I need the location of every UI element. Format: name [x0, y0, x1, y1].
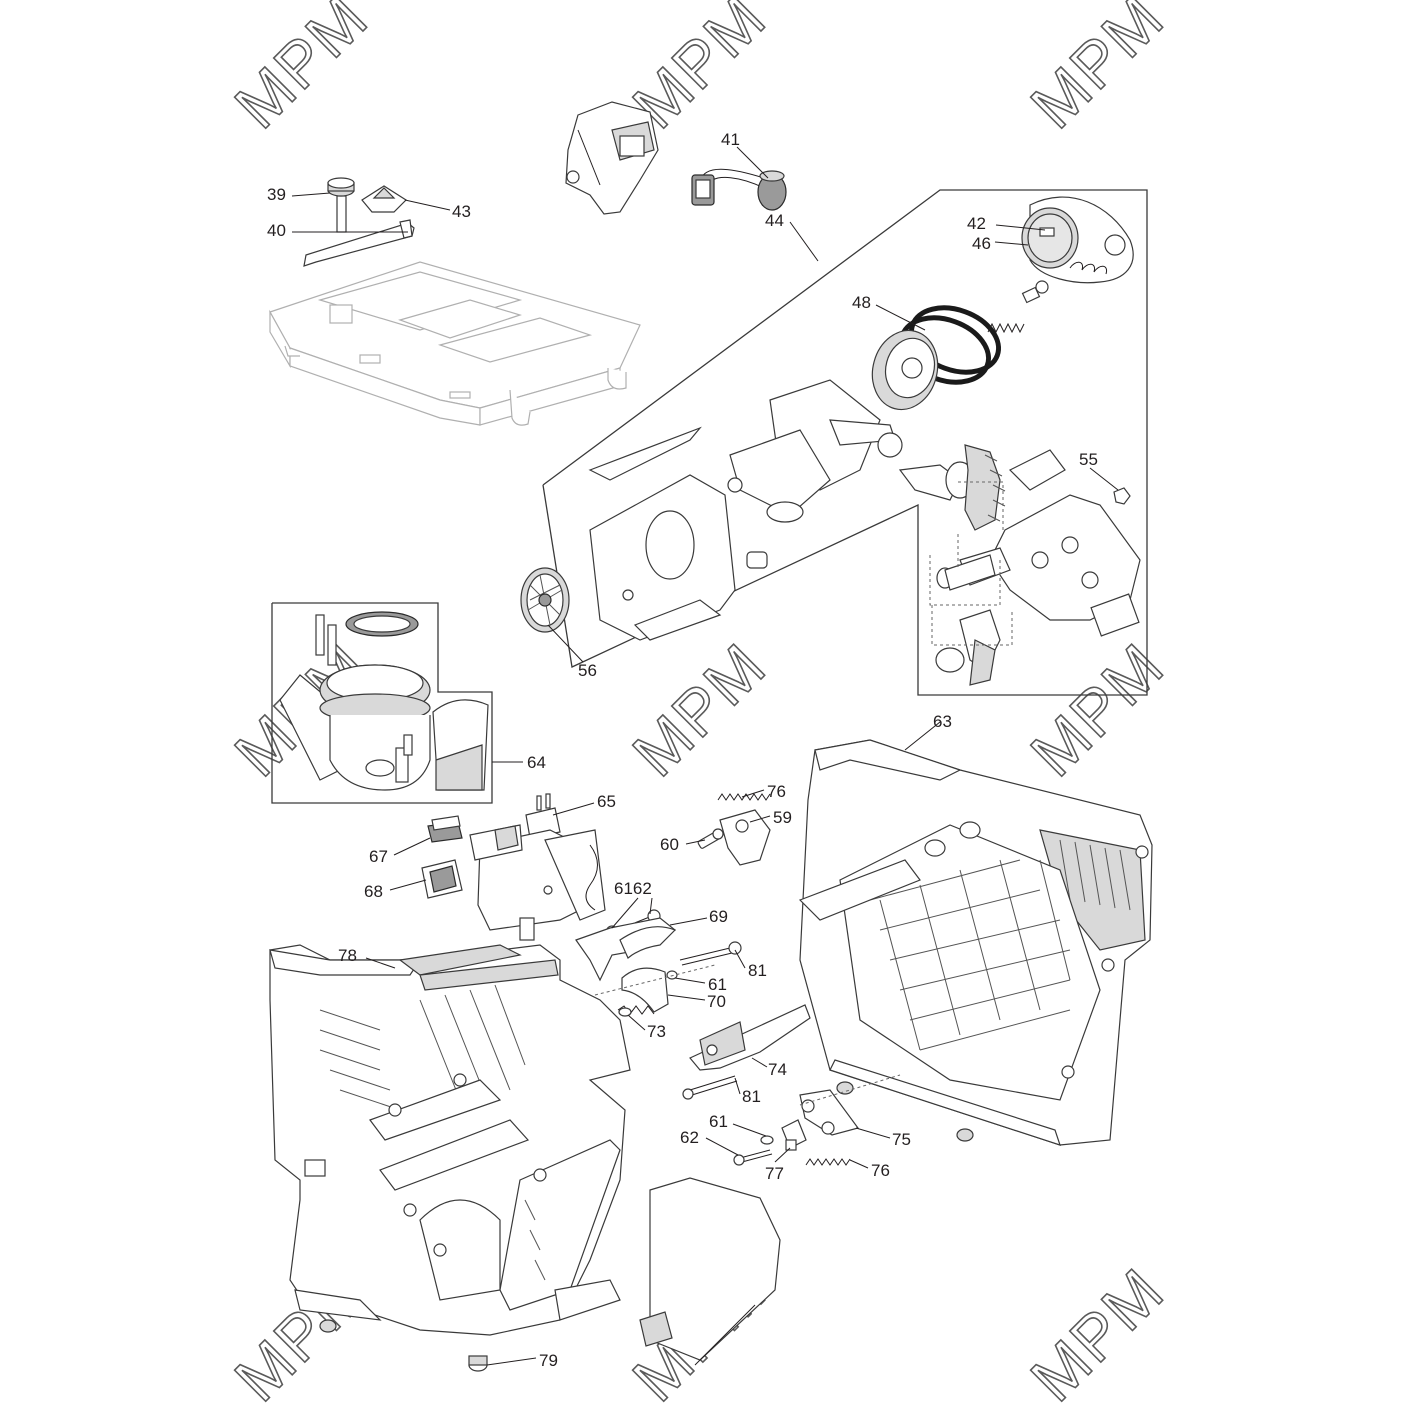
- callout-81-top: 81: [748, 961, 767, 980]
- control-board: [469, 824, 606, 941]
- callout-65: 65: [597, 792, 616, 811]
- callout-44: 44: [765, 211, 784, 230]
- callout-76-bottom: 76: [871, 1161, 890, 1180]
- part-69-lever: [575, 917, 677, 982]
- watermark: MPM: [619, 629, 780, 790]
- callout-70: 70: [707, 992, 726, 1011]
- watermark: MPM: [1017, 1254, 1178, 1415]
- callout-69: 69: [709, 907, 728, 926]
- callout-76-top: 76: [767, 782, 786, 801]
- part-76-spring-top: [717, 793, 771, 801]
- top-housing: [565, 101, 659, 215]
- watermark: MPM: [221, 0, 382, 142]
- drip-tray-assembly: [269, 261, 641, 426]
- part-74-slide: [689, 1004, 811, 1071]
- part-63-frame: [798, 739, 1153, 1146]
- callout-73: 73: [647, 1022, 666, 1041]
- part-39-knob: [327, 177, 355, 233]
- part-43-valve-cap: [361, 185, 407, 213]
- callout-6162: 6162: [614, 879, 652, 898]
- spring-and-pin: [987, 280, 1049, 334]
- callout-48: 48: [852, 293, 871, 312]
- part-68-relay: [421, 859, 463, 899]
- part-42-46-piston-head: [1021, 196, 1134, 284]
- callout-61-top: 61: [708, 975, 727, 994]
- callout-60: 60: [660, 835, 679, 854]
- piston-cylinder: [727, 329, 939, 523]
- callout-41: 41: [721, 130, 740, 149]
- part-60-pin: [697, 828, 724, 849]
- callout-79: 79: [539, 1351, 558, 1370]
- part-79-foot: [319, 1319, 488, 1372]
- part-61-62-screw-bottom: [733, 1135, 774, 1166]
- callout-64: 64: [527, 753, 546, 772]
- part-56-gear: [520, 567, 570, 633]
- part-64-inset: [271, 602, 493, 804]
- part-55-screw: [1113, 487, 1131, 505]
- callout-labels: 39 40 41 43 44 42 46 48 55 56 63 64 76 6…: [267, 130, 1098, 1370]
- part-40-lever: [303, 219, 415, 267]
- brew-bracket: [588, 426, 768, 641]
- part-81-screw-bottom: [682, 1075, 738, 1100]
- part-70-cam: [621, 967, 678, 1013]
- gear-mechanism: [898, 444, 1141, 686]
- brew-group-frame: [542, 189, 1148, 696]
- callout-55: 55: [1079, 450, 1098, 469]
- callout-78: 78: [338, 946, 357, 965]
- callout-56: 56: [578, 661, 597, 680]
- callout-63: 63: [933, 712, 952, 731]
- part-67-relay: [427, 815, 463, 843]
- watermark: MPM: [1017, 0, 1178, 142]
- part-76-spring-bottom: [805, 1158, 851, 1166]
- callout-61-bottom: 61: [709, 1112, 728, 1131]
- part-81-screw-top: [679, 941, 742, 966]
- part-73-spring: [617, 1005, 655, 1017]
- callout-77: 77: [765, 1164, 784, 1183]
- watermark: MPM: [1017, 629, 1178, 790]
- part-78-housing: [269, 944, 631, 1336]
- callout-46: 46: [972, 234, 991, 253]
- callout-67: 67: [369, 847, 388, 866]
- callout-42: 42: [967, 214, 986, 233]
- callout-62: 62: [680, 1128, 699, 1147]
- part-59-latch: [719, 809, 771, 866]
- callout-39: 39: [267, 185, 286, 204]
- callout-40: 40: [267, 221, 286, 240]
- callout-43: 43: [452, 202, 471, 221]
- callout-75: 75: [892, 1130, 911, 1149]
- bottom-cover: [639, 1177, 781, 1366]
- callout-74: 74: [768, 1060, 787, 1079]
- alignment-lines: [594, 964, 901, 1106]
- part-75-pawl: [799, 1089, 860, 1136]
- callout-81-bottom: 81: [742, 1087, 761, 1106]
- callout-59: 59: [773, 808, 792, 827]
- leader-lines: [291, 146, 1119, 1366]
- nuts: [836, 1081, 974, 1142]
- part-41-reed-switch: [691, 168, 787, 211]
- callout-68: 68: [364, 882, 383, 901]
- part-77-bushing: [781, 1119, 807, 1151]
